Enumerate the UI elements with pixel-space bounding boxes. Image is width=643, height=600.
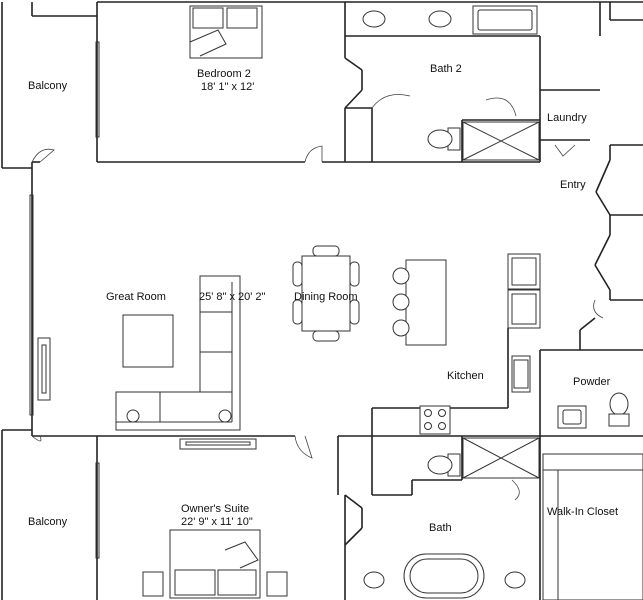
room-labels: Balcony Bedroom 2 18' 1" x 12' Bath 2 La… [28,63,618,534]
room-label-balcony-top: Balcony [28,80,68,92]
room-dims-bedroom2: 18' 1" x 12' [201,81,254,93]
coffee-table [122,314,174,368]
room-label-laundry: Laundry [547,112,587,124]
room-label-kitchen: Kitchen [447,370,484,382]
windows [29,41,100,559]
room-label-walk-in-closet: Walk-In Closet [547,506,618,518]
room-dims-great-room: 25' 8" x 20' 2" [199,291,266,303]
closet-shelves [542,453,643,600]
room-label-balcony-bottom: Balcony [28,516,68,528]
room-label-owners-suite: Owner's Suite [181,503,249,515]
room-label-powder: Powder [573,376,611,388]
room-label-entry: Entry [560,179,586,191]
room-label-bedroom2: Bedroom 2 [197,68,251,80]
room-label-bath2: Bath 2 [430,63,462,75]
powder-fixtures [557,392,630,429]
sectional-sofa [115,275,241,431]
room-label-dining-room: Dining Room [294,291,358,303]
bath2-fixtures [362,5,540,161]
room-dims-owners-suite: 22' 9" x 11' 10" [181,516,253,528]
kitchen-appliances [419,253,541,435]
kitchen-island [392,259,447,346]
bed-bedroom2 [189,5,263,59]
bath-fixtures [363,437,540,599]
room-label-great-room: Great Room [106,291,166,303]
dining-table [292,245,360,342]
door-swings [31,94,604,501]
room-label-bath: Bath [429,522,452,534]
bed-owners-suite [142,529,288,599]
